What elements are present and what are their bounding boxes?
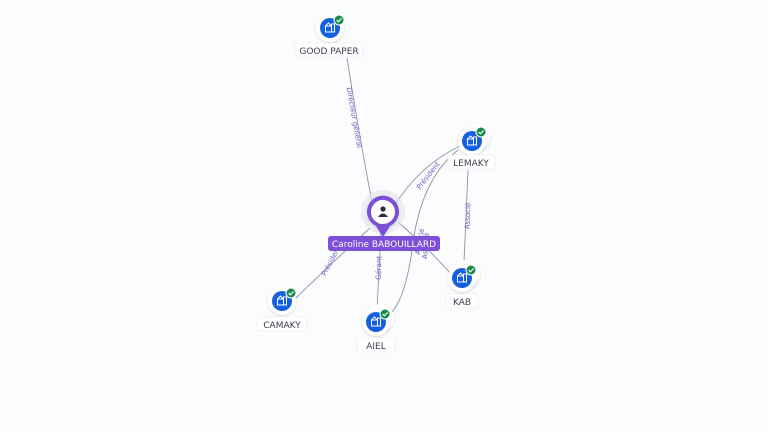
verified-icon [333,14,345,26]
company-node-aiel[interactable]: AIEL [356,304,396,353]
edge-label-good-paper: Directeur général [345,87,364,149]
company-label-aiel: AIEL [366,342,386,352]
verified-icon [379,308,391,320]
edge-good-paper [346,57,373,203]
verified-icon [285,287,297,299]
edge-camaky [295,227,371,299]
company-node-camaky[interactable]: CAMAKY [256,287,308,332]
person-node[interactable]: Caroline BABOUILLARD [328,190,440,251]
company-label-camaky: CAMAKY [263,321,301,331]
edge-label-lemaky: Président [415,160,442,191]
company-label-good-paper: GOOD PAPER [299,47,358,57]
person-name: Caroline BABOUILLARD [332,240,436,250]
company-node-lemaky[interactable]: LEMAKY [447,123,496,170]
edge-lemaky-kab [463,169,469,263]
verified-icon [465,264,477,276]
person-icon [378,206,388,217]
company-node-kab[interactable]: KAB [445,260,480,309]
edges: Directeur général Président Président Gé… [295,57,473,315]
edge-label-lemaky-kab: Associé [464,203,473,230]
edge-label-aiel: Gérant [375,256,384,281]
verified-icon [475,126,487,138]
company-label-lemaky: LEMAKY [453,159,489,169]
company-node-good-paper[interactable]: GOOD PAPER [294,14,364,58]
company-label-kab: KAB [453,298,471,308]
